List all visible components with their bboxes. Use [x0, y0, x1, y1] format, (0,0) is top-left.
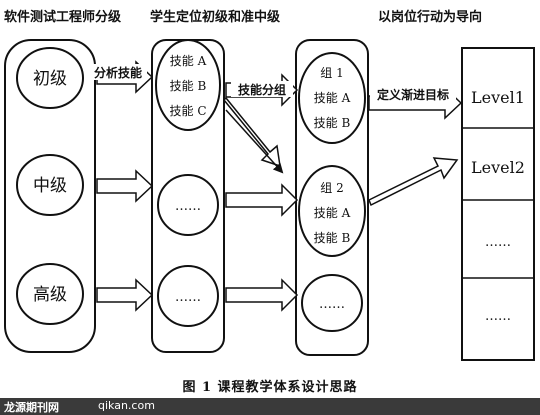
group-2-title: 组 2	[320, 181, 343, 195]
group-2-skill-a: 技能 A	[314, 206, 351, 220]
level-intermediate-ellipse	[16, 154, 84, 216]
watermark-domain: qikan.com	[98, 399, 155, 412]
target-column-box	[461, 47, 535, 361]
level-senior-label: 高级	[33, 285, 67, 305]
hollow-arrow	[225, 183, 299, 217]
label-backdrop	[370, 86, 456, 102]
diagonal-arrow	[222, 96, 281, 168]
target-placeholder: ……	[485, 309, 511, 324]
level-intermediate-label: 中级	[33, 176, 67, 196]
diagonal-arrow	[368, 157, 459, 207]
arrow-label-analyze-skills: 分析技能	[94, 65, 142, 80]
placeholder-dots: ……	[319, 297, 345, 312]
hollow-arrow	[96, 169, 154, 203]
hollow-arrow	[225, 278, 299, 312]
group-2-ellipse	[298, 165, 366, 257]
target-level-1: Level1	[471, 88, 525, 107]
line-arrow	[225, 109, 284, 174]
placeholder-ellipse	[301, 274, 363, 332]
figure-caption: 图 1 课程教学体系设计思路	[182, 380, 358, 395]
level-junior-ellipse	[16, 47, 84, 109]
group-1-skill-b: 技能 B	[314, 116, 351, 130]
placeholder-ellipse	[157, 265, 219, 327]
arrow-label-group-skills: 技能分组	[238, 82, 286, 97]
skill-a-label: 技能 A	[170, 54, 207, 68]
placeholder-dots: ……	[175, 290, 201, 305]
skill-b-label: 技能 B	[170, 79, 207, 93]
level-junior-label: 初级	[33, 69, 67, 89]
header-left: 软件测试工程师分级	[4, 10, 122, 25]
label-backdrop	[89, 64, 147, 80]
target-level-2: Level2	[471, 158, 525, 177]
level-senior-ellipse	[16, 263, 84, 325]
group-2-skill-b: 技能 B	[314, 231, 351, 245]
course-system-diagram: 初级 中级 高级 技能 A 技能 B 技能 C …… …… 组 1 技能 A 技…	[4, 39, 535, 361]
placeholder-dots: ……	[175, 199, 201, 214]
watermark-bar: 龙源期刊网 qikan.com	[0, 398, 540, 415]
watermark-site-name: 龙源期刊网	[4, 401, 59, 414]
skill-c-label: 技能 C	[170, 104, 207, 118]
header-middle: 学生定位初级和准中级	[150, 10, 281, 25]
group-1-ellipse	[298, 52, 366, 144]
label-backdrop	[231, 81, 293, 97]
target-placeholder: ……	[485, 235, 511, 250]
hollow-arrow	[96, 278, 154, 312]
group-1-skill-a: 技能 A	[314, 91, 351, 105]
arrow-label-progressive-goal: 定义渐进目标	[377, 87, 449, 102]
group-1-title: 组 1	[320, 66, 343, 80]
placeholder-ellipse	[157, 174, 219, 236]
header-right: 以岗位行动为导向	[378, 10, 483, 25]
skill-group-ellipse	[155, 39, 221, 131]
